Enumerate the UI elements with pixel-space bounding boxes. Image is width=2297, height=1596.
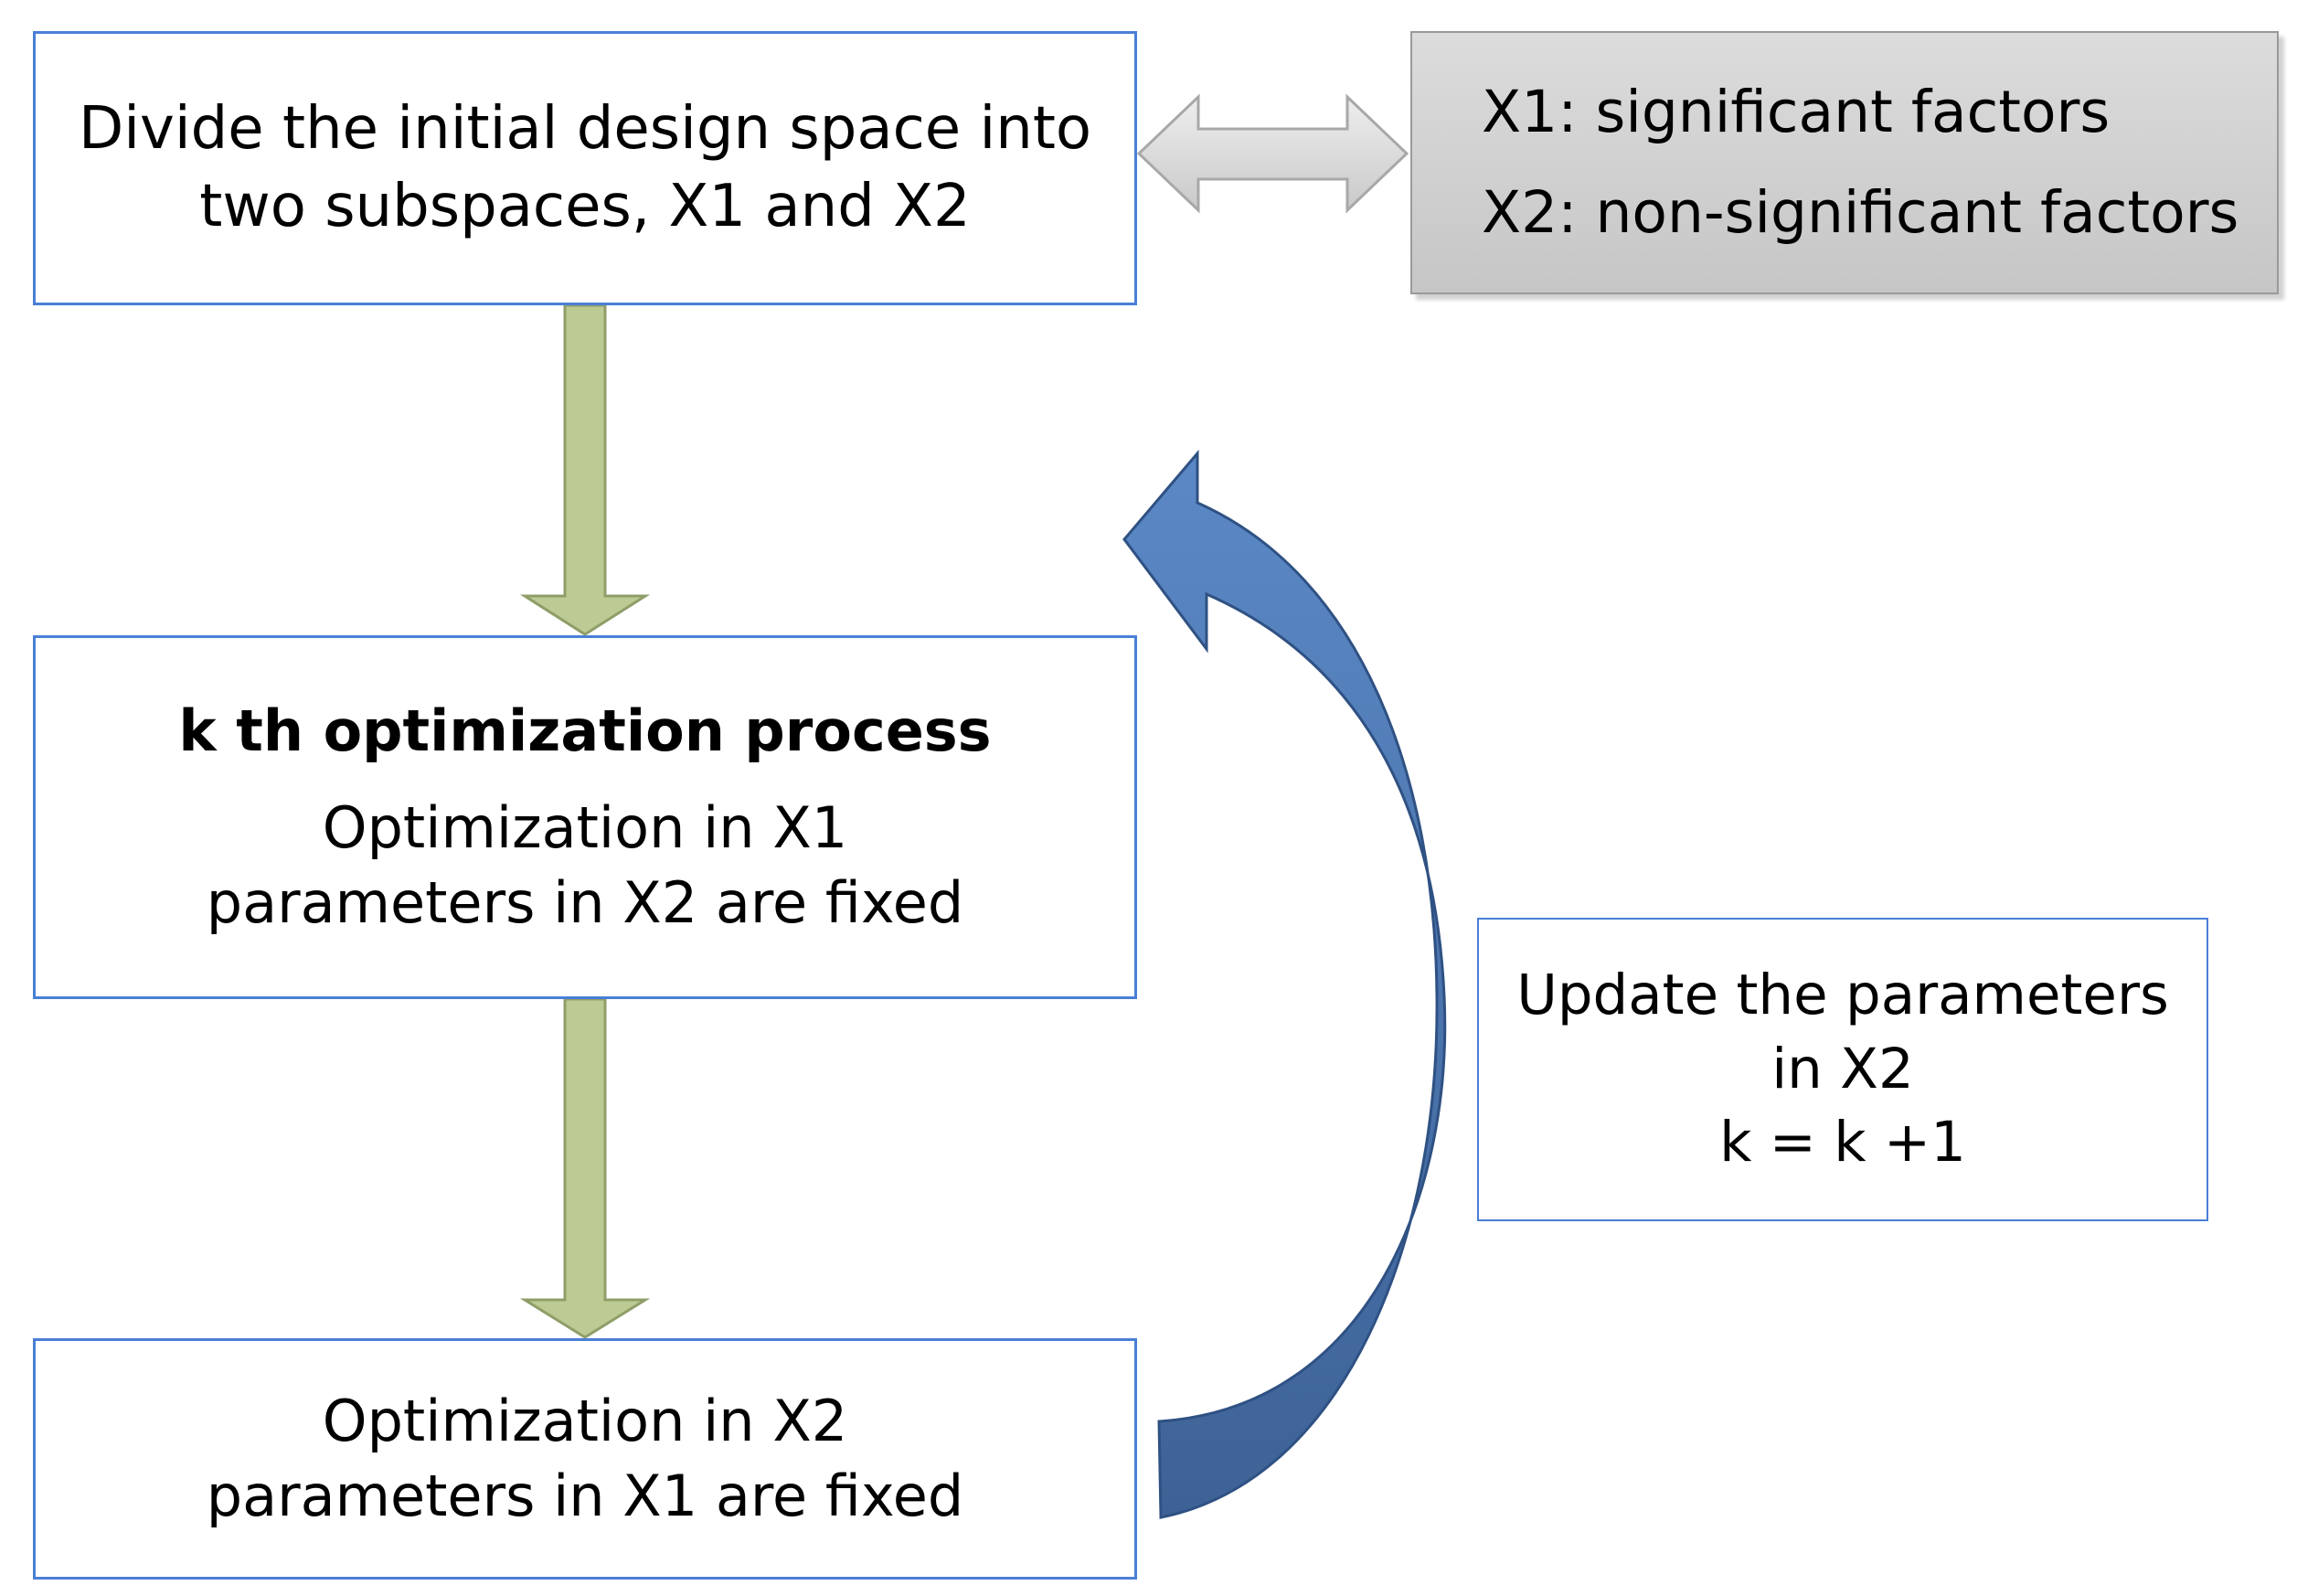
- factor-legend-box: X1: significant factors X2: non-signific…: [1410, 31, 2279, 294]
- down-arrow-icon: [519, 997, 651, 1339]
- kth-optimization-box: k th optimization process Optimization i…: [33, 635, 1137, 999]
- update-parameters-box: Update the parameters in X2 k = k +1: [1477, 918, 2208, 1221]
- divide-line-2: two subspaces, X1 and X2: [199, 173, 971, 240]
- down-arrow-icon: [519, 303, 651, 636]
- kth-line-1: Optimization in X1: [322, 794, 848, 862]
- optimization-x2-box: Optimization in X2 parameters in X1 are …: [33, 1338, 1137, 1580]
- opt-x2-line-2: parameters in X1 are fixed: [206, 1463, 964, 1529]
- kth-title: k th optimization process: [178, 697, 992, 765]
- loop-arrow-icon: [1122, 449, 1447, 1519]
- divide-line-1: Divide the initial design space into: [78, 94, 1092, 163]
- update-line-3: k = k +1: [1719, 1110, 1966, 1176]
- divide-design-space-box: Divide the initial design space into two…: [33, 31, 1137, 305]
- double-arrow-icon: [1136, 93, 1409, 214]
- legend-x1: X1: significant factors: [1482, 78, 2111, 145]
- legend-x2: X2: non-significant factors: [1482, 179, 2239, 246]
- update-line-1: Update the parameters: [1516, 963, 2169, 1028]
- kth-line-2: parameters in X2 are fixed: [206, 868, 964, 936]
- update-line-2: in X2: [1771, 1036, 1914, 1101]
- opt-x2-line-1: Optimization in X2: [322, 1388, 848, 1455]
